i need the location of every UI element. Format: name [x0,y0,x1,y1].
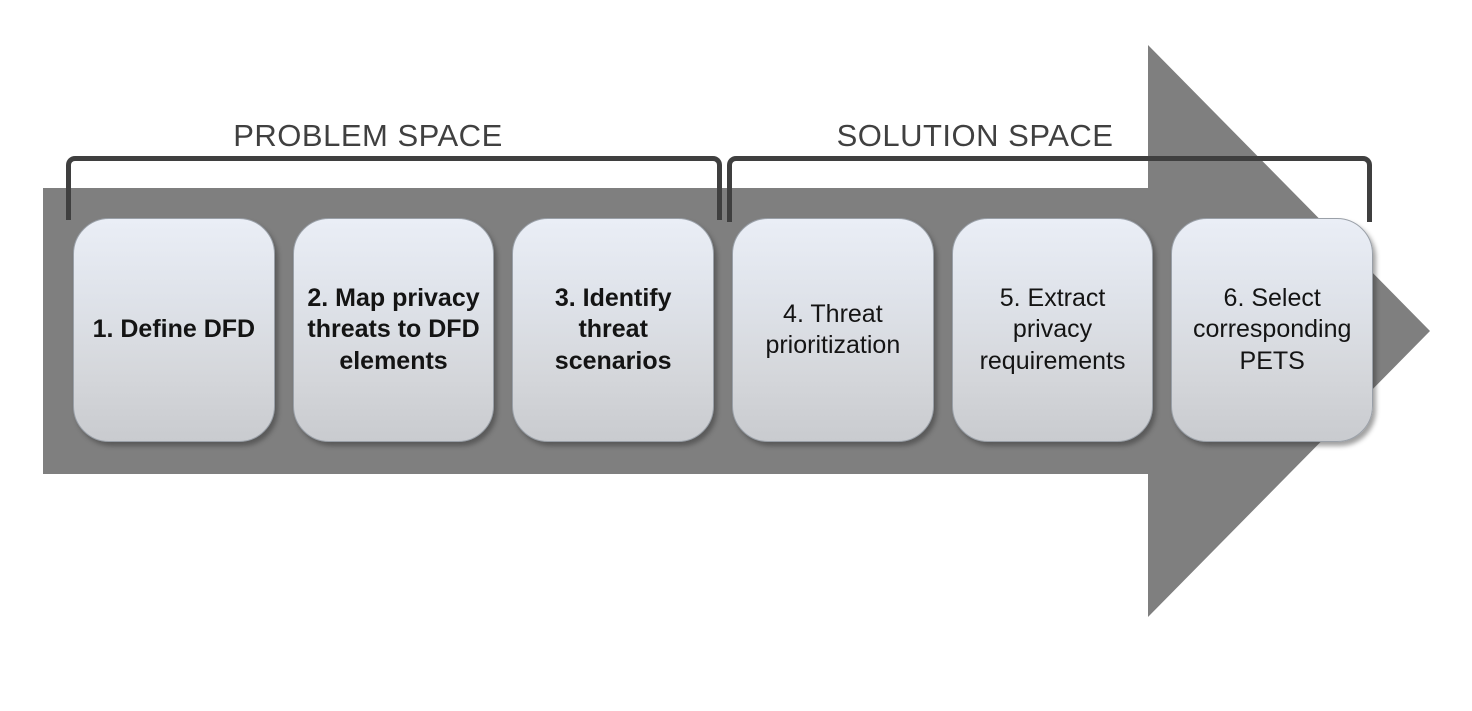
solution-space-label: SOLUTION SPACE [836,118,1114,153]
step-box-define-dfd: 1. Define DFD [73,218,275,442]
steps-row: 1. Define DFD 2. Map privacy threats to … [73,218,1374,442]
step-label: 2. Map privacy threats to DFD elements [307,284,480,375]
step-box-map-privacy-threats: 2. Map privacy threats to DFD elements [292,218,495,442]
step-box-extract-privacy-requirements: 5. Extract privacy requirements [951,218,1154,442]
problem-space-label: PROBLEM SPACE [233,118,503,153]
step-box-select-pets: 6. Select corresponding PETS [1171,218,1374,442]
step-label: 1. Define DFD [92,315,256,344]
solution-space-bracket [727,156,1372,222]
step-label: 3. Identify threat scenarios [554,284,672,375]
step-label: 6. Select corresponding PETS [1192,284,1352,375]
step-label: 4. Threat prioritization [765,299,901,359]
problem-space-bracket [66,156,722,220]
step-box-identify-threat-scenarios: 3. Identify threat scenarios [512,218,715,442]
step-box-threat-prioritization: 4. Threat prioritization [732,218,934,442]
step-label: 5. Extract privacy requirements [979,284,1126,375]
